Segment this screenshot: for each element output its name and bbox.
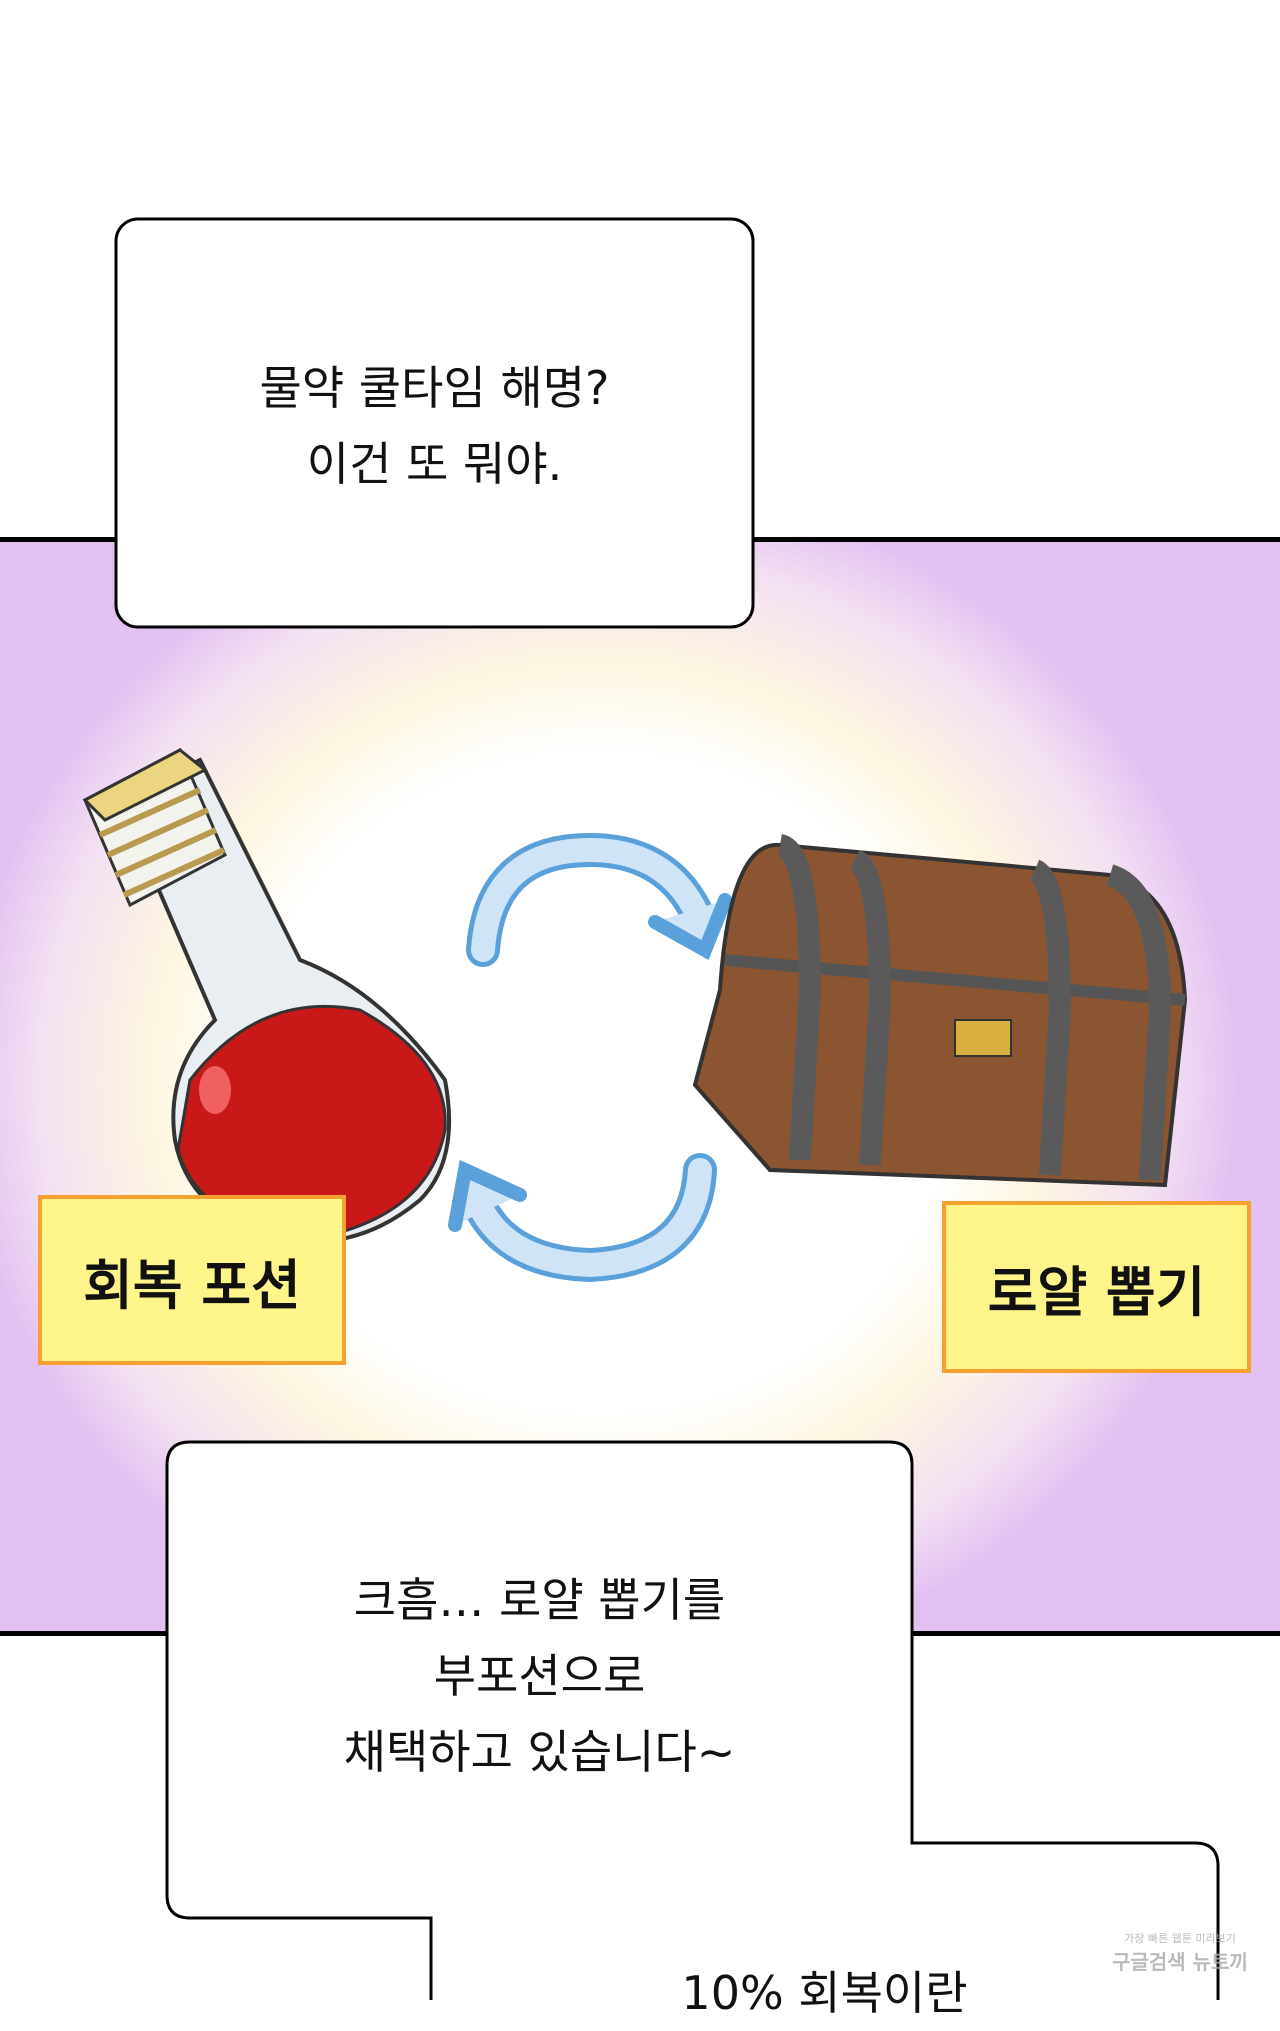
bubble-line: 채택하고 있습니다~ [343,1725,736,1779]
speech-bubble-2-3 [165,1440,1220,2000]
watermark: 가장 빠른 웹툰 미리보기 구글검색 뉴토끼 [1100,1930,1260,1975]
potion-label: 회복 포션 [38,1195,346,1365]
speech-bubble-1-text: 물약 쿨타임 해명? 이건 또 뭐야. [116,350,753,502]
cycle-arrows-icon [448,832,732,1283]
watermark-line: 가장 빠른 웹툰 미리보기 [1124,1932,1236,1945]
treasure-chest-icon [692,834,1188,1188]
bubble-line: 크흠… 로얄 뽑기를 [353,1573,726,1627]
bubble-line: 부포션으로 [433,1649,646,1703]
speech-bubble-1 [114,217,755,629]
potion-icon [82,747,452,1244]
bubble-line: 이건 또 뭐야. [306,437,563,491]
bubble-line: 물약 쿨타임 해명? [259,361,610,415]
speech-bubble-2-text: 크흠… 로얄 뽑기를 부포션으로 채택하고 있습니다~ [167,1562,912,1790]
chest-label: 로얄 뽑기 [942,1201,1251,1373]
watermark-line: 구글검색 뉴토끼 [1112,1950,1248,1974]
